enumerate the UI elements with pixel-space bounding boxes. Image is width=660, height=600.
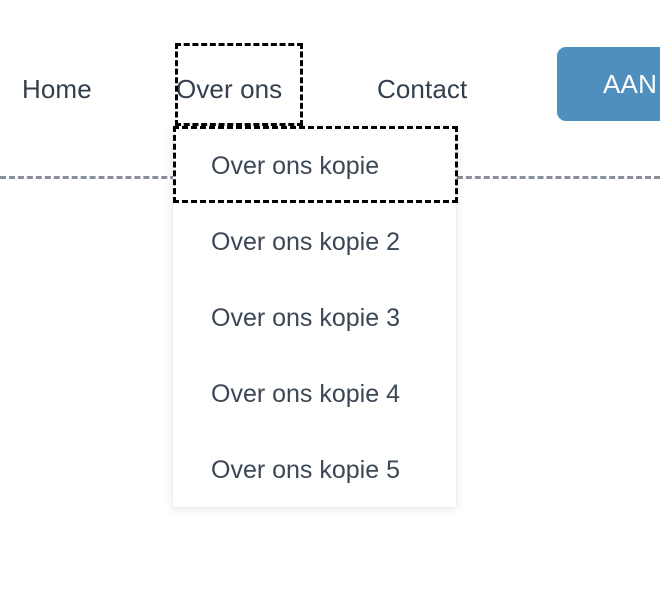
dropdown-item-label: Over ons kopie xyxy=(211,151,380,180)
dropdown-item-over-ons-kopie[interactable]: Over ons kopie xyxy=(173,128,456,204)
nav-link-over-ons[interactable]: Over ons xyxy=(176,74,283,104)
nav-link-home[interactable]: Home xyxy=(22,74,92,104)
dropdown-item-label: Over ons kopie 3 xyxy=(211,303,400,332)
dropdown-item-over-ons-kopie-3[interactable]: Over ons kopie 3 xyxy=(173,280,456,356)
dropdown-item-label: Over ons kopie 5 xyxy=(211,455,400,484)
dropdown-item-over-ons-kopie-2[interactable]: Over ons kopie 2 xyxy=(173,204,456,280)
top-navigation-bar: Home Over ons Contact AAN xyxy=(0,0,660,128)
dropdown-item-over-ons-kopie-4[interactable]: Over ons kopie 4 xyxy=(173,356,456,432)
dropdown-item-label: Over ons kopie 2 xyxy=(211,227,400,256)
nav-link-contact[interactable]: Contact xyxy=(377,74,468,104)
dropdown-item-label: Over ons kopie 4 xyxy=(211,379,400,408)
over-ons-dropdown-menu: Over ons kopie Over ons kopie 2 Over ons… xyxy=(173,126,456,507)
dropdown-item-over-ons-kopie-5[interactable]: Over ons kopie 5 xyxy=(173,432,456,508)
cta-button[interactable]: AAN xyxy=(557,47,660,121)
cta-button-label: AAN xyxy=(603,69,658,99)
